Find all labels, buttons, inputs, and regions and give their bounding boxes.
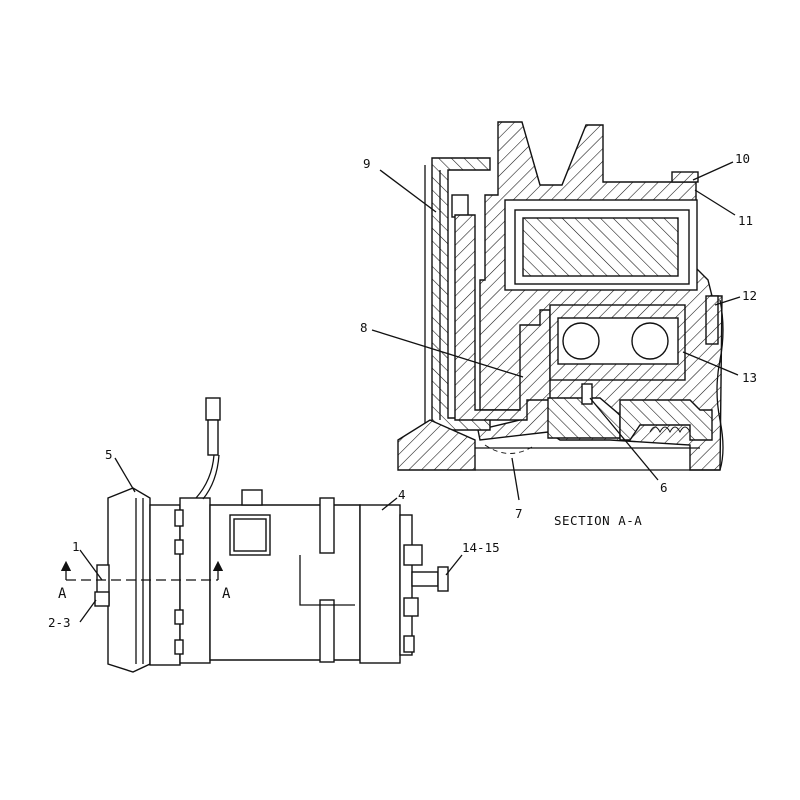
rear-bolt-low [403,635,415,653]
rear-bolt-top [403,544,423,566]
shaft-centerline [475,447,720,471]
coil-inner-cavity [514,209,690,285]
bearing-ball-2 [631,322,669,360]
exterior-leaders [79,457,463,623]
leader-11 [694,189,736,216]
label-9: 9 [363,156,371,171]
body-contour-break [299,555,355,606]
key-6 [581,383,593,405]
body-window-inner [233,518,267,552]
label-10: 10 [735,151,750,166]
fitting-14-15 [411,571,439,587]
retaining-ring [671,171,699,183]
coil-winding [522,217,679,277]
coil-wire-2 [202,454,220,500]
rear-cap [399,514,413,656]
top-bolt [451,194,469,218]
leader-12 [714,296,741,306]
label-5: 5 [105,447,113,462]
flange-stud-1 [174,509,184,527]
label-14-15: 14-15 [462,540,500,555]
fitting-nut [437,566,449,592]
compressor-exterior-view [94,397,449,673]
section-cut-line [60,560,224,581]
leader-14-15 [445,554,463,576]
bearing-ball-1 [562,322,600,360]
section-a-a-view [397,121,724,471]
section-caption: SECTION A-A [554,513,642,528]
wire-connector [205,397,221,421]
through-bolt-bottom [319,599,335,663]
section-leaders [371,161,741,501]
leader-2-3 [79,599,97,623]
leader-1 [79,549,103,581]
label-section-a-left: A [58,586,67,602]
hidden-line-7 [484,444,536,454]
leader-8 [371,329,524,378]
label-13: 13 [742,370,757,385]
wire-connector-body [207,419,219,456]
coil-wire [195,454,215,499]
through-bolt-top [319,497,335,554]
rear-bolt-bottom [403,597,419,617]
leader-5 [114,457,136,493]
label-2-3: 2-3 [48,615,71,630]
leader-4 [381,497,398,511]
compressor-front-section [397,419,476,471]
label-1: 1 [72,539,80,554]
top-boss [241,489,263,506]
leader-6 [589,397,659,481]
label-12: 12 [742,288,757,303]
label-4: 4 [398,487,406,502]
clutch-housing [149,504,181,666]
seal-housing [619,399,713,441]
label-11: 11 [738,213,753,228]
armature-plate-outline [424,165,441,425]
flange-stud-4 [174,639,184,655]
rear-head [359,504,401,664]
leader-9 [379,169,437,213]
leader-7 [511,457,520,501]
leader-10 [692,161,734,181]
callout-labels: 9 10 11 12 8 13 6 7 SECTION A-A 5 4 1 14… [48,151,757,630]
label-6: 6 [660,480,668,495]
flange-stud-2 [174,539,184,555]
label-section-a-right: A [222,586,231,602]
label-7: 7 [515,506,523,521]
right-break-line [716,299,724,471]
label-8: 8 [360,320,368,335]
flange-stud-3 [174,609,184,625]
snap-ring [705,295,719,345]
leader-13 [682,351,739,376]
armature-plate [454,214,551,421]
nut-2-3 [94,591,110,607]
